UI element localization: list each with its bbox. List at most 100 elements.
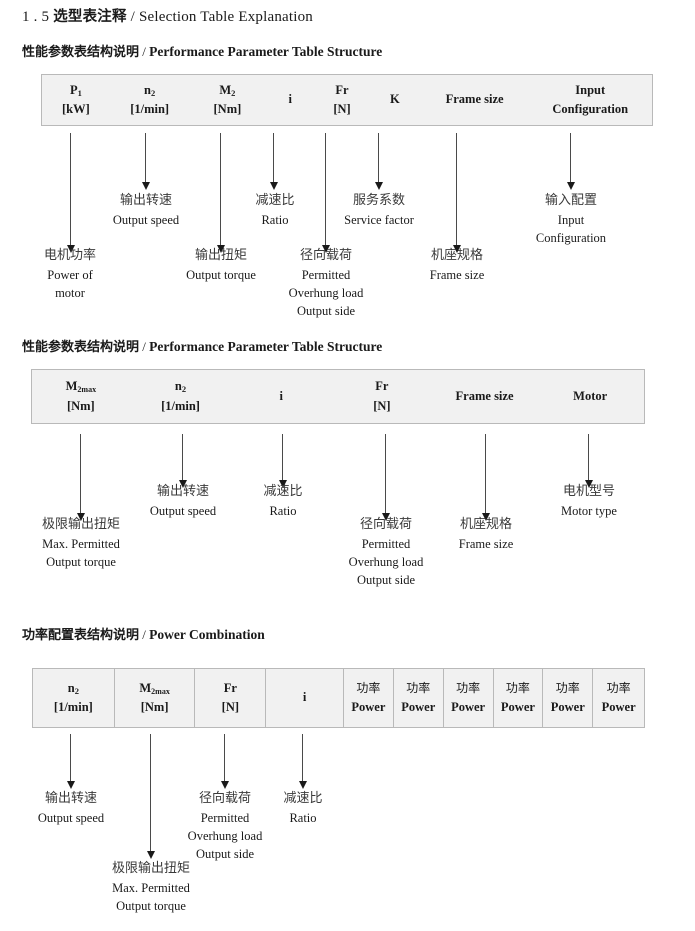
note-permitted-overhung-load-en-2: Overhung load (288, 285, 364, 300)
title-number: 1 . 5 (22, 9, 50, 25)
table-3-col-power-6-en: Power (601, 699, 636, 714)
note-permitted-overhung-load-3-en-2: Overhung load (187, 828, 263, 843)
table-2-col-m2max-symbol: M2max (65, 379, 97, 395)
note-permitted-overhung-load-3-cn: 径向载荷 (198, 791, 252, 806)
table-1-col-input-configuration: Input Configuration (528, 75, 652, 125)
arrow-to-max-permitted-output-torque-3 (146, 734, 155, 859)
note-output-speed-3: 输出转速 Output speed (38, 790, 104, 827)
note-max-permitted-output-torque: 极限输出扭矩 Max. Permitted Output torque (42, 516, 120, 571)
note-ratio-en-1: Ratio (261, 212, 289, 227)
arrow-to-output-torque (216, 133, 225, 253)
table-3-col-m2max: M2max [Nm] (113, 669, 195, 727)
table-3-col-fr-unit: [N] (221, 700, 240, 714)
table-3-col-fr-symbol: Fr (223, 680, 237, 695)
note-max-permitted-output-torque-3-cn: 极限输出扭矩 (111, 861, 191, 876)
table-3-col-power-2: 功率 Power (392, 669, 443, 727)
note-input-configuration-en-2: Configuration (535, 230, 607, 245)
table-1-col-p1-symbol: P1 (69, 82, 82, 98)
arrow-to-power-of-motor (66, 133, 75, 253)
table-1-col-m2-unit: [Nm] (213, 102, 242, 116)
table-1-col-frame-size: Frame size (421, 75, 529, 125)
table-2-col-frame-size-symbol: Frame size (455, 388, 514, 403)
table-3-col-power-4-cn: 功率 (505, 681, 530, 696)
arrow-to-ratio-2 (278, 434, 287, 488)
arrow-to-permitted-overhung-load-2 (381, 434, 390, 521)
table-3-col-power-4-en: Power (500, 699, 535, 714)
note-permitted-overhung-load-2: 径向载荷 Permitted Overhung load Output side (349, 516, 424, 589)
section-3-heading-english: Power Combination (149, 627, 265, 642)
table-2-col-m2max: M2max [Nm] (32, 370, 130, 423)
note-motor-type: 电机型号 Motor type (561, 483, 617, 520)
arrow-to-input-configuration (566, 133, 575, 190)
note-output-torque-cn: 输出扭矩 (194, 248, 248, 263)
table-1-col-n2-unit: [1/min] (130, 102, 170, 116)
note-ratio-3-cn: 减速比 (283, 791, 323, 806)
table-1-col-m2: M2 [Nm] (190, 75, 266, 125)
note-permitted-overhung-load-3-en-1: Permitted (200, 810, 250, 825)
table-3-col-power-5-en: Power (550, 699, 585, 714)
table-3-col-fr: Fr [N] (194, 669, 265, 727)
note-permitted-overhung-load-en-1: Permitted (301, 267, 351, 282)
arrow-to-frame-size (452, 133, 461, 253)
table-3-col-power-1-en: Power (351, 699, 386, 714)
note-ratio-3-en-1: Ratio (289, 810, 317, 825)
note-output-speed-cn: 输出转速 (119, 193, 172, 208)
note-output-speed-2-en-1: Output speed (149, 503, 217, 518)
table-1-col-n2: n2 [1/min] (110, 75, 190, 125)
note-permitted-overhung-load-en-3: Output side (297, 304, 355, 319)
note-max-permitted-output-torque-en-1: Max. Permitted (42, 536, 120, 551)
power-combination-table: n2 [1/min] M2max [Nm] Fr [N] i 功率 Power … (32, 668, 645, 728)
arrow-to-motor-type (584, 434, 593, 488)
table-2-col-motor-symbol: Motor (573, 388, 608, 403)
table-2-col-i-symbol: i (279, 388, 283, 403)
note-output-speed-2: 输出转速 Output speed (150, 483, 216, 520)
title-english: Selection Table Explanation (138, 9, 314, 25)
table-1-col-i-symbol: i (288, 92, 292, 107)
note-frame-size-2: 机座规格 Frame size (459, 516, 514, 553)
note-permitted-overhung-load-3-en-3: Output side (196, 847, 254, 862)
table-3-col-power-2-cn: 功率 (406, 681, 431, 696)
note-frame-size-cn: 机座规格 (430, 248, 483, 263)
arrow-to-max-permitted-output-torque (76, 434, 85, 521)
table-1-col-p1-unit: [kW] (62, 102, 90, 116)
title-separator: / (130, 9, 136, 25)
table-3-col-power-5: 功率 Power (542, 669, 592, 727)
table-2-col-i: i (231, 370, 331, 423)
note-ratio-cn: 减速比 (255, 193, 295, 208)
table-3-col-i: i (265, 669, 343, 727)
table-2-col-fr: Fr [N] (331, 370, 433, 423)
table-3-col-power-5-cn: 功率 (555, 681, 580, 696)
table-1-col-fr-symbol: Fr (335, 82, 349, 97)
table-1-col-input-configuration-line2: Configuration (552, 102, 629, 116)
note-permitted-overhung-load-2-en-3: Output side (357, 573, 415, 588)
note-permitted-overhung-load-cn: 径向载荷 (299, 248, 353, 263)
performance-parameter-table-1: P1 [kW] n2 [1/min] M2 [Nm] i Fr [N] K Fr… (41, 74, 653, 126)
note-service-factor-cn: 服务系数 (352, 193, 406, 208)
table-3-col-n2-symbol: n2 (67, 680, 79, 696)
table-3-col-n2-unit: [1/min] (53, 700, 93, 714)
note-permitted-overhung-load-2-en-2: Overhung load (348, 554, 424, 569)
table-1-col-k-symbol: K (389, 92, 400, 107)
note-service-factor-en-1: Service factor (344, 212, 414, 227)
table-3-col-m2max-symbol: M2max (139, 680, 170, 696)
note-power-of-motor-en-2: motor (55, 285, 85, 300)
note-input-configuration: 输入配置 Input Configuration (536, 192, 606, 247)
note-permitted-overhung-load-3: 径向载荷 Permitted Overhung load Output side (188, 790, 263, 863)
table-3-col-power-6: 功率 Power (592, 669, 644, 727)
table-3-col-power-1: 功率 Power (342, 669, 393, 727)
note-permitted-overhung-load-2-en-1: Permitted (361, 536, 411, 551)
page-title: 1 . 5 选型表注释 / Selection Table Explanatio… (22, 5, 313, 26)
note-permitted-overhung-load: 径向载荷 Permitted Overhung load Output side (289, 247, 364, 320)
performance-parameter-table-2: M2max [Nm] n2 [1/min] i Fr [N] Frame siz… (31, 369, 645, 424)
arrow-to-output-speed (141, 133, 150, 190)
table-1-col-fr-unit: [N] (333, 102, 351, 116)
arrow-to-service-factor (374, 133, 383, 190)
note-power-of-motor-en-1: Power of (47, 267, 93, 282)
note-max-permitted-output-torque-3-en-2: Output torque (116, 898, 186, 913)
section-2-heading-english: Performance Parameter Table Structure (149, 339, 383, 354)
note-ratio-2-cn: 减速比 (263, 484, 303, 499)
arrow-to-permitted-overhung-load-3 (220, 734, 229, 789)
note-frame-size-en-1: Frame size (429, 267, 485, 282)
section-2-heading-chinese: 性能参数表结构说明 (22, 340, 140, 355)
